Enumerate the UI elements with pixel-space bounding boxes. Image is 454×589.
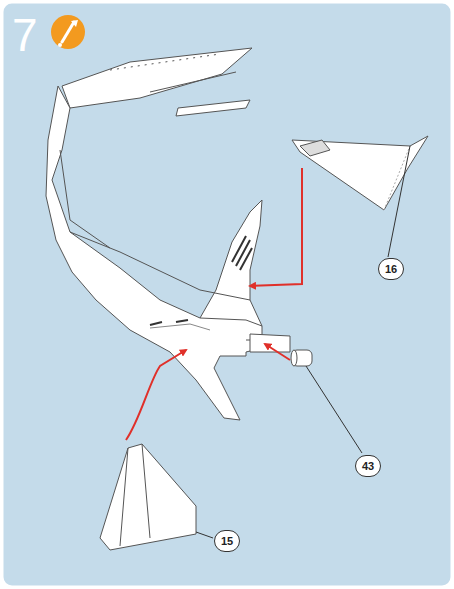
stabilizer-part bbox=[292, 136, 428, 210]
fuselage-part bbox=[46, 48, 290, 420]
leader-line bbox=[196, 146, 410, 538]
callout-number: 15 bbox=[214, 530, 240, 552]
nozzle-part bbox=[291, 350, 312, 366]
glue-icon bbox=[51, 15, 85, 49]
callout-number: 43 bbox=[355, 455, 381, 477]
step-number: 7 bbox=[12, 12, 38, 58]
assembly-arrow bbox=[126, 168, 302, 440]
fairing-part bbox=[100, 444, 196, 550]
callout-number: 16 bbox=[378, 258, 404, 280]
